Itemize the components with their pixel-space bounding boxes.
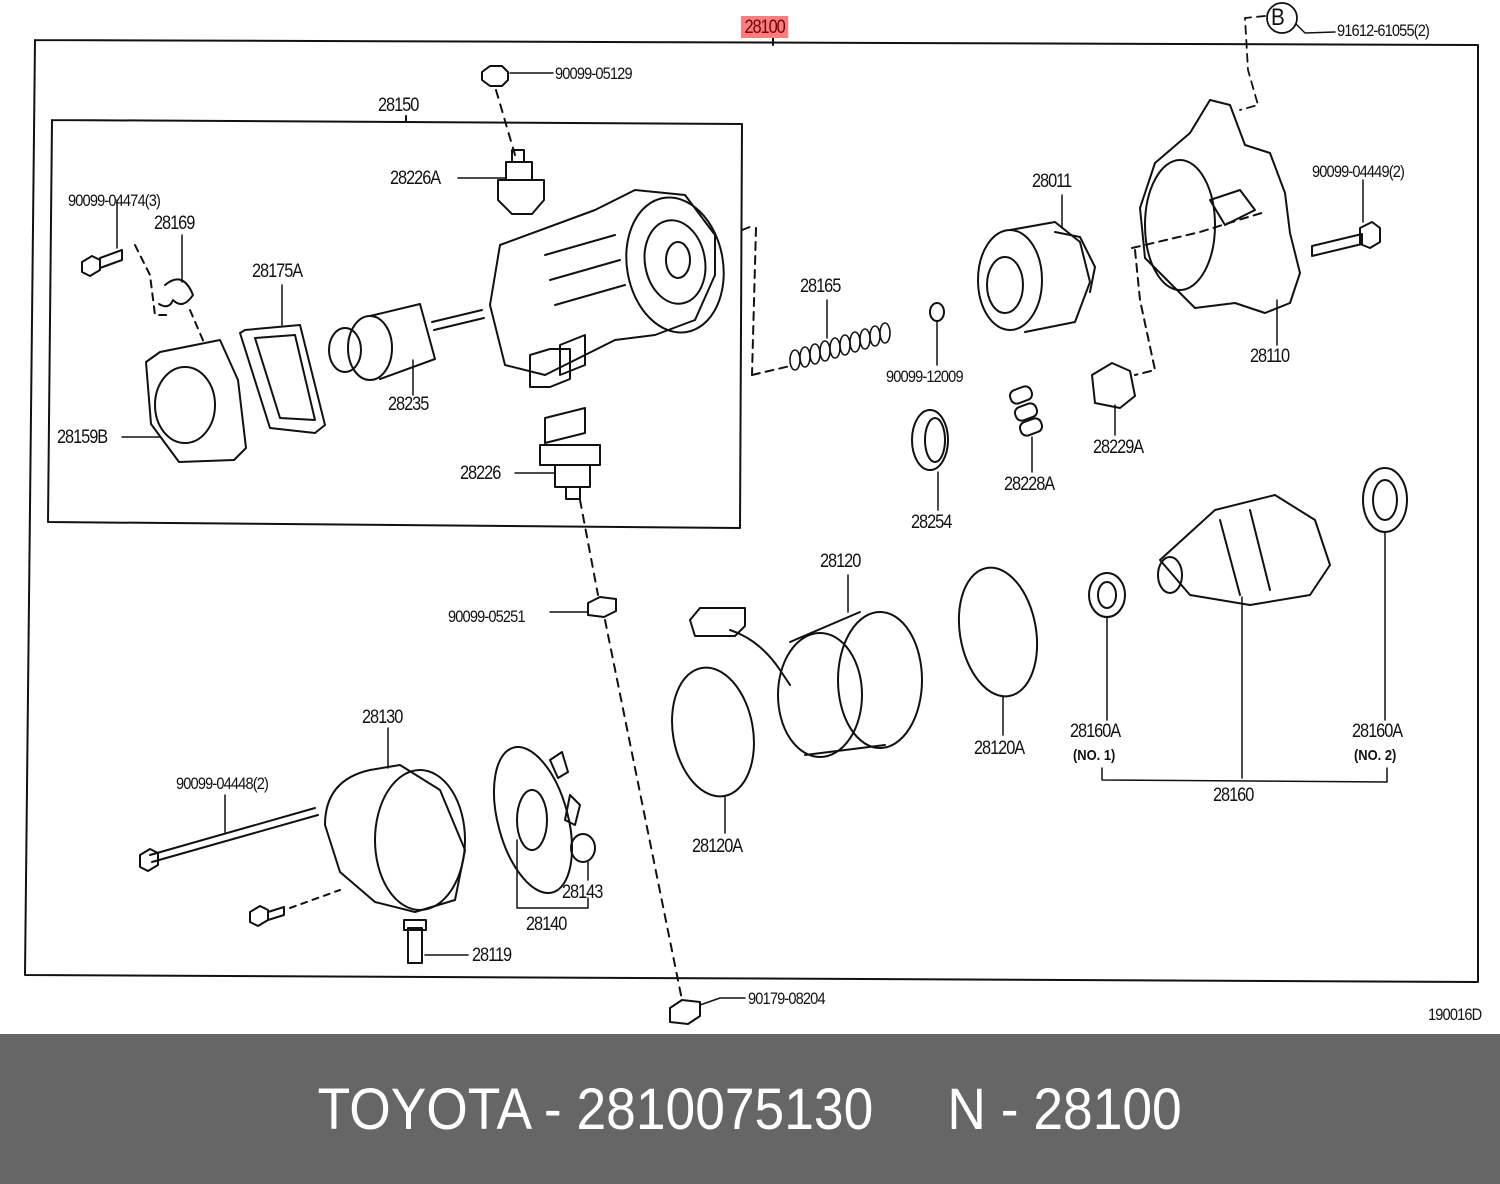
part-label-28011[interactable]: 28011 — [1032, 171, 1072, 192]
part-label-28226A[interactable]: 28226A — [390, 168, 441, 189]
part-label-28160[interactable]: 28160 — [1213, 785, 1254, 806]
part-label-90099-12009[interactable]: 90099-12009 — [886, 367, 964, 386]
part-label-28160A-no1[interactable]: 28160A — [1070, 721, 1121, 742]
part-label-28235[interactable]: 28235 — [388, 394, 429, 415]
part-label-90179-08204[interactable]: 90179-08204 — [748, 989, 826, 1008]
part-label-28165[interactable]: 28165 — [800, 276, 841, 297]
part-label-90099-05251[interactable]: 90099-05251 — [448, 607, 526, 626]
diagram-ref-code: 190016D — [1428, 1005, 1482, 1024]
part-label-28160A-no2[interactable]: 28160A — [1352, 721, 1403, 742]
part-label-28228A[interactable]: 28228A — [1004, 474, 1055, 495]
part-label-28150[interactable]: 28150 — [378, 95, 419, 116]
part-label-91612-61055[interactable]: 91612-61055(2) — [1337, 21, 1430, 40]
subassembly-frame-28150 — [47, 119, 743, 529]
footer-bar: TOYOTA - 2810075130 N - 28100 — [0, 1034, 1500, 1184]
part-note-no1: (NO. 1) — [1073, 747, 1116, 764]
assembly-frame — [24, 39, 1479, 983]
part-label-28140[interactable]: 28140 — [526, 914, 567, 935]
part-label-28110[interactable]: 28110 — [1250, 346, 1290, 367]
part-label-28229A[interactable]: 28229A — [1093, 437, 1144, 458]
part-label-28175A[interactable]: 28175A — [252, 261, 303, 282]
part-label-90099-04474[interactable]: 90099-04474(3) — [68, 191, 161, 210]
part-label-90099-04449[interactable]: 90099-04449(2) — [1312, 162, 1405, 181]
part-label-28120A-right[interactable]: 28120A — [974, 738, 1025, 759]
part-label-28119[interactable]: 28119 — [472, 945, 512, 966]
assembly-label-28100[interactable]: 28100 — [741, 16, 789, 38]
footer-part-number: TOYOTA - 2810075130 N - 28100 — [317, 1076, 1183, 1142]
part-label-90099-04448[interactable]: 90099-04448(2) — [176, 774, 269, 793]
diagram-drawing — [24, 2, 1479, 1025]
part-label-28254[interactable]: 28254 — [911, 512, 952, 533]
part-label-28130[interactable]: 28130 — [362, 707, 403, 728]
part-label-28226[interactable]: 28226 — [460, 463, 501, 484]
part-label-28143[interactable]: 28143 — [562, 882, 603, 903]
part-label-28120[interactable]: 28120 — [820, 551, 861, 572]
part-label-28169[interactable]: 28169 — [154, 213, 195, 234]
callout-b-label: B — [1271, 4, 1285, 31]
parts-diagram: 28100 B 91612-61055(2) 90099-05129 28150… — [24, 2, 1483, 1025]
part-label-28120A-left[interactable]: 28120A — [692, 836, 743, 857]
part-label-28159B[interactable]: 28159B — [57, 427, 108, 448]
part-note-no2: (NO. 2) — [1354, 747, 1397, 764]
part-label-90099-05129[interactable]: 90099-05129 — [555, 64, 633, 83]
